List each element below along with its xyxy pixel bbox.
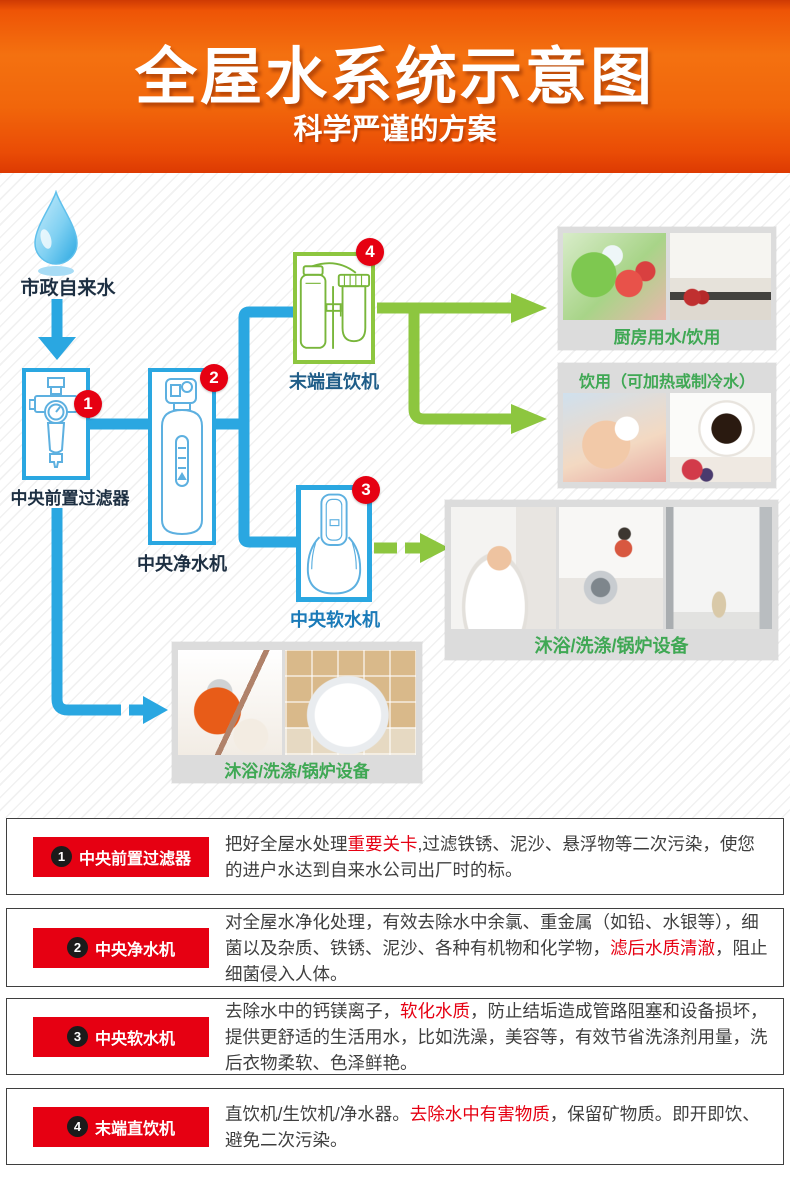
info-title-purifier: 中央净水机 xyxy=(94,941,175,959)
card-label-drinking: 饮用（可加热或制冷水） xyxy=(578,374,755,391)
device-badge-2: 2 xyxy=(200,364,228,392)
info-badge-1: 1 xyxy=(50,846,72,867)
photo-washing-vegetables xyxy=(563,233,666,320)
info-title-softener: 中央软水机 xyxy=(94,1030,175,1048)
device-drinking xyxy=(293,252,375,364)
header-banner: 全屋水系统示意图 科学严谨的方案 xyxy=(0,0,790,173)
output-card-cleaning: 沐浴/洗涤/锅炉设备 xyxy=(172,642,422,783)
output-card-bath: 沐浴/洗涤/锅炉设备 xyxy=(445,500,778,660)
drinking-machine-illustration xyxy=(299,262,371,349)
device-label-softener: 中央软水机 xyxy=(290,610,380,630)
device-badge-4: 4 xyxy=(356,238,384,266)
photo-spin-mop xyxy=(178,650,282,755)
device-prefilter xyxy=(22,368,90,480)
info-block-purifier: 2 中央净水机 对全屋水净化处理，有效去除水中余氯、重金属（如铅、水银等），细菌… xyxy=(6,908,784,987)
info-desc-purifier: 对全屋水净化处理，有效去除水中余氯、重金属（如铅、水银等），细菌以及杂质、铁锈、… xyxy=(225,911,768,984)
photo-laundry xyxy=(559,507,663,629)
device-softener xyxy=(296,485,372,602)
purifier-illustration xyxy=(161,378,203,536)
info-badge-4: 4 xyxy=(66,1116,88,1137)
info-block-prefilter: 1 中央前置过滤器 把好全屋水处理重要关卡,过滤铁锈、泥沙、悬浮物等二次污染，使… xyxy=(6,818,784,895)
source-label: 市政自来水 xyxy=(20,278,116,299)
output-card-drinking: 饮用（可加热或制冷水） xyxy=(558,363,776,488)
info-tag-prefilter: 1 中央前置过滤器 xyxy=(33,836,209,877)
info-tag-purifier: 2 中央净水机 xyxy=(33,927,209,968)
device-label-purifier: 中央净水机 xyxy=(137,554,227,574)
card-label-cleaning: 沐浴/洗涤/锅炉设备 xyxy=(224,762,370,781)
info-badge-3: 3 xyxy=(66,1026,88,1047)
page-title: 全屋水系统示意图 xyxy=(134,43,655,112)
info-title-drinking: 末端直饮机 xyxy=(94,1120,175,1138)
info-desc-softener: 去除水中的钙镁离子，软化水质，防止结垢造成管路阻塞和设备损坏，提供更舒适的生活用… xyxy=(225,1000,768,1073)
photo-bathtub xyxy=(451,507,556,629)
card-label-bath: 沐浴/洗涤/锅炉设备 xyxy=(534,636,689,656)
info-tag-drinking: 4 末端直饮机 xyxy=(33,1106,209,1147)
info-block-drinking: 4 末端直饮机 直饮机/生饮机/净水器。去除水中有害物质，保留矿物质。即开即饮、… xyxy=(6,1088,784,1165)
prefilter-illustration xyxy=(29,377,83,468)
info-title-prefilter: 中央前置过滤器 xyxy=(78,850,191,868)
device-label-drinking: 末端直饮机 xyxy=(289,372,379,392)
device-purifier xyxy=(148,368,216,545)
info-desc-drinking: 直饮机/生饮机/净水器。去除水中有害物质，保留矿物质。即开即饮、避免二次污染。 xyxy=(225,1103,760,1150)
device-label-prefilter: 中央前置过滤器 xyxy=(10,489,130,508)
info-desc-prefilter: 把好全屋水处理重要关卡,过滤铁锈、泥沙、悬浮物等二次污染，使您的进户水达到自来水… xyxy=(225,833,755,880)
page-subtitle: 科学严谨的方案 xyxy=(293,114,497,146)
device-badge-3: 3 xyxy=(352,476,380,504)
output-card-kitchen: 厨房用水/饮用 xyxy=(558,227,776,350)
softener-illustration xyxy=(306,493,362,594)
info-tag-softener: 3 中央软水机 xyxy=(33,1016,209,1057)
photo-kitchen-sink xyxy=(670,233,771,320)
photo-baby-bottle xyxy=(563,393,666,482)
photo-boiler xyxy=(666,507,772,629)
photo-smart-toilet xyxy=(285,650,416,755)
card-label-kitchen: 厨房用水/饮用 xyxy=(613,328,721,347)
info-badge-2: 2 xyxy=(66,937,88,958)
photo-coffee-cup xyxy=(670,393,771,482)
info-block-softener: 3 中央软水机 去除水中的钙镁离子，软化水质，防止结垢造成管路阻塞和设备损坏，提… xyxy=(6,998,784,1075)
water-drop-icon xyxy=(29,189,83,278)
device-badge-1: 1 xyxy=(74,390,102,418)
